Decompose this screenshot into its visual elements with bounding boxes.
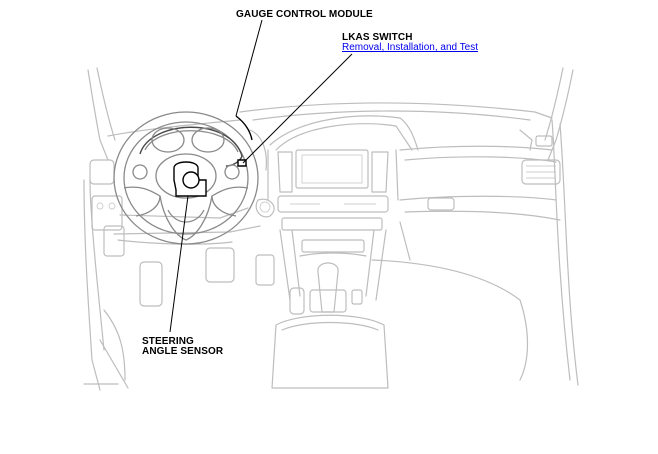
gauge-control-module-part [235, 115, 253, 141]
steering-wheel [113, 111, 259, 245]
gauge-control-module-label: GAUGE CONTROL MODULE [236, 9, 373, 20]
gauge-control-module-leader [235, 19, 263, 117]
lkas-switch-leader [242, 53, 353, 164]
steering-angle-sensor-hub [182, 171, 200, 189]
steering-angle-sensor-label-line2: ANGLE SENSOR [142, 346, 224, 357]
steering-angle-sensor-label-line1: STEERING [142, 336, 194, 347]
lkas-switch-label: LKAS SWITCH [342, 32, 413, 43]
lkas-switch-link[interactable]: Removal, Installation, and Test [342, 42, 479, 53]
dashboard-outline [83, 67, 579, 391]
steering-angle-sensor-leader [169, 195, 189, 333]
